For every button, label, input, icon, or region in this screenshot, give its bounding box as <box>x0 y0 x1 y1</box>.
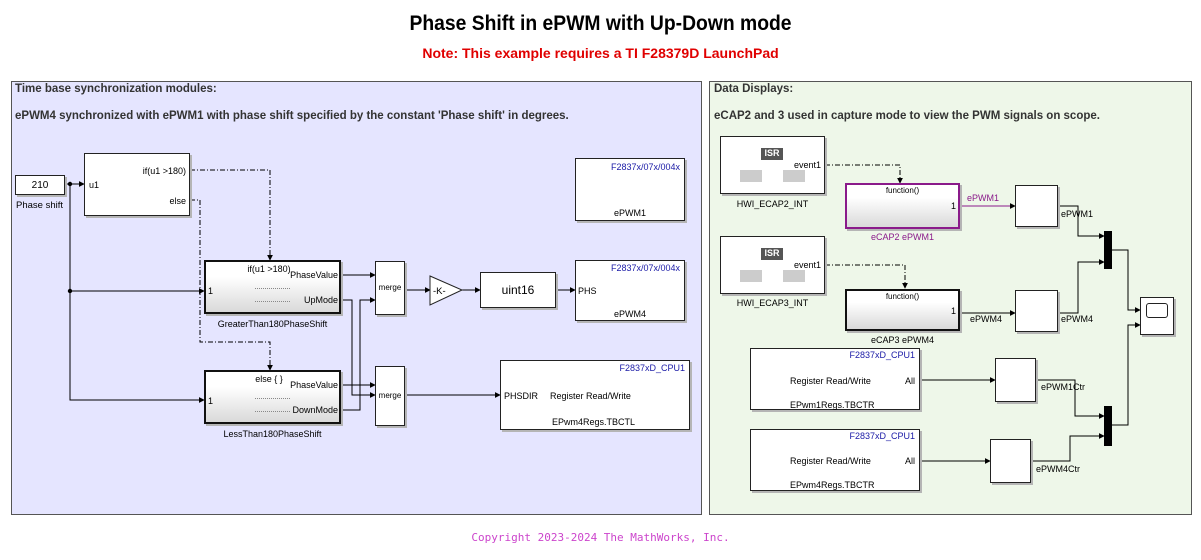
less-subsystem-name: LessThan180PhaseShift <box>223 429 322 439</box>
signal-ctr4-label: ePWM4Ctr <box>1036 464 1081 474</box>
hwi1-name: HWI_ECAP2_INT <box>736 199 809 209</box>
less-downmode-port: DownMode <box>292 405 338 415</box>
hwi-ecap3-block[interactable] <box>720 236 825 294</box>
signal-ctr1-label: ePWM1Ctr <box>1041 382 1086 392</box>
merge-1-label: merge <box>378 283 402 292</box>
fc1-name: eCAP2 ePWM1 <box>870 232 935 242</box>
signal-epwm1-out-label: ePWM1 <box>1061 209 1094 219</box>
right-area-description: eCAP2 and 3 used in capture mode to view… <box>714 110 1100 122</box>
data-type-conversion-block[interactable] <box>480 272 556 308</box>
reg2-text: Register Read/Write <box>790 456 871 466</box>
subsystem-icon <box>255 288 290 302</box>
hwi-icon <box>740 170 762 182</box>
fc2-out-port: 1 <box>951 306 957 316</box>
fc2-trigger-label: function() <box>885 292 920 301</box>
greater-in-port: 1 <box>208 286 214 296</box>
phase-shift-constant[interactable] <box>15 175 65 195</box>
ecap3-function-call-subsystem[interactable] <box>845 289 960 331</box>
mux-block-2[interactable] <box>1104 406 1112 446</box>
if-else-port: else <box>169 196 186 206</box>
greater-than-180-subsystem[interactable] <box>204 260 341 314</box>
reg1-port: All <box>905 376 916 386</box>
register-tbctl-text: Register Read/Write <box>550 391 631 401</box>
greater-subsystem-name: GreaterThan180PhaseShift <box>217 319 328 329</box>
scope-screen-icon <box>1146 303 1168 318</box>
signal-epwm1-in-label: ePWM1 <box>967 193 1000 203</box>
register-tbctl-reg: EPwm4Regs.TBCTL <box>552 417 636 427</box>
register-read-epwm1-tbctr[interactable] <box>750 348 920 410</box>
merge-2-label: merge <box>378 391 402 400</box>
constant-value: 210 <box>31 180 49 191</box>
less-than-180-subsystem[interactable] <box>204 370 341 424</box>
scope-icon[interactable] <box>1015 290 1058 332</box>
greater-phasevalue-port: PhaseValue <box>290 270 338 280</box>
register-read-epwm4-tbctr[interactable] <box>750 429 920 491</box>
epwm1-name: ePWM1 <box>613 208 646 218</box>
mux-block-1[interactable] <box>1104 231 1112 269</box>
isr-badge-1: ISR <box>761 148 783 160</box>
signal-epwm4-out-label: ePWM4 <box>1061 314 1094 324</box>
reg1-text: Register Read/Write <box>790 376 871 386</box>
less-phasevalue-port: PhaseValue <box>290 380 338 390</box>
hwi2-out-port: event1 <box>794 260 822 270</box>
if-block[interactable] <box>84 153 190 216</box>
fc2-name: eCAP3 ePWM4 <box>870 335 935 345</box>
gain-block[interactable] <box>429 275 465 307</box>
epwm1-block[interactable] <box>575 158 685 221</box>
scope-icon[interactable] <box>1015 185 1058 227</box>
merge-block-2[interactable] <box>375 366 405 426</box>
epwm4-block[interactable] <box>575 260 685 321</box>
register-write-tbctl-block[interactable] <box>500 360 690 430</box>
register-tbctl-target: F2837xD_CPU1 <box>619 363 685 373</box>
epwm4-phs-port: PHS <box>578 286 597 296</box>
hardware-note: Note: This example requires a TI F28379D… <box>422 45 779 61</box>
register-tbctl-port: PHSDIR <box>504 391 539 401</box>
reg1-target: F2837xD_CPU1 <box>849 350 915 360</box>
reg1-reg: EPwm1Regs.TBCTR <box>790 400 875 410</box>
right-area-title: Data Displays: <box>714 83 794 95</box>
convert-label: uint16 <box>501 283 535 297</box>
hwi-icon <box>783 170 805 182</box>
scope-icon[interactable] <box>990 439 1031 483</box>
greater-upmode-port: UpMode <box>303 295 338 305</box>
hwi-icon <box>783 270 805 282</box>
less-in-port: 1 <box>208 396 214 406</box>
signal-epwm4-in-label: ePWM4 <box>970 314 1003 324</box>
hwi1-out-port: event1 <box>794 160 822 170</box>
greater-action-port: if(u1 >180) <box>247 264 291 274</box>
fc1-out-port: 1 <box>951 201 957 211</box>
isr-badge-2: ISR <box>761 248 783 260</box>
reg2-target: F2837xD_CPU1 <box>849 431 915 441</box>
subsystem-icon <box>255 398 290 412</box>
hwi-ecap2-block[interactable] <box>720 136 825 194</box>
model-title: Phase Shift in ePWM with Up-Down mode <box>409 12 792 35</box>
less-action-port: else { } <box>255 374 283 384</box>
if-condition-port: if(u1 >180) <box>142 166 186 176</box>
epwm4-target: F2837x/07x/004x <box>610 263 680 273</box>
epwm1-target: F2837x/07x/004x <box>610 162 680 172</box>
left-area-title: Time base synchronization modules: <box>15 83 217 95</box>
reg2-port: All <box>905 456 916 466</box>
hwi-icon <box>740 270 762 282</box>
epwm4-name: ePWM4 <box>613 309 646 319</box>
scope-icon[interactable] <box>995 358 1036 402</box>
ecap2-function-call-subsystem[interactable] <box>845 183 960 229</box>
gain-label: -K- <box>433 286 446 297</box>
fc1-trigger-label: function() <box>885 186 920 195</box>
constant-name: Phase shift <box>16 200 63 211</box>
left-area-description: ePWM4 synchronized with ePWM1 with phase… <box>15 110 569 122</box>
if-input-port: u1 <box>89 180 100 190</box>
reg2-reg: EPwm4Regs.TBCTR <box>790 480 875 490</box>
copyright: Copyright 2023-2024 The MathWorks, Inc. <box>471 531 730 544</box>
hwi2-name: HWI_ECAP3_INT <box>736 298 809 308</box>
merge-block-1[interactable] <box>375 261 405 315</box>
